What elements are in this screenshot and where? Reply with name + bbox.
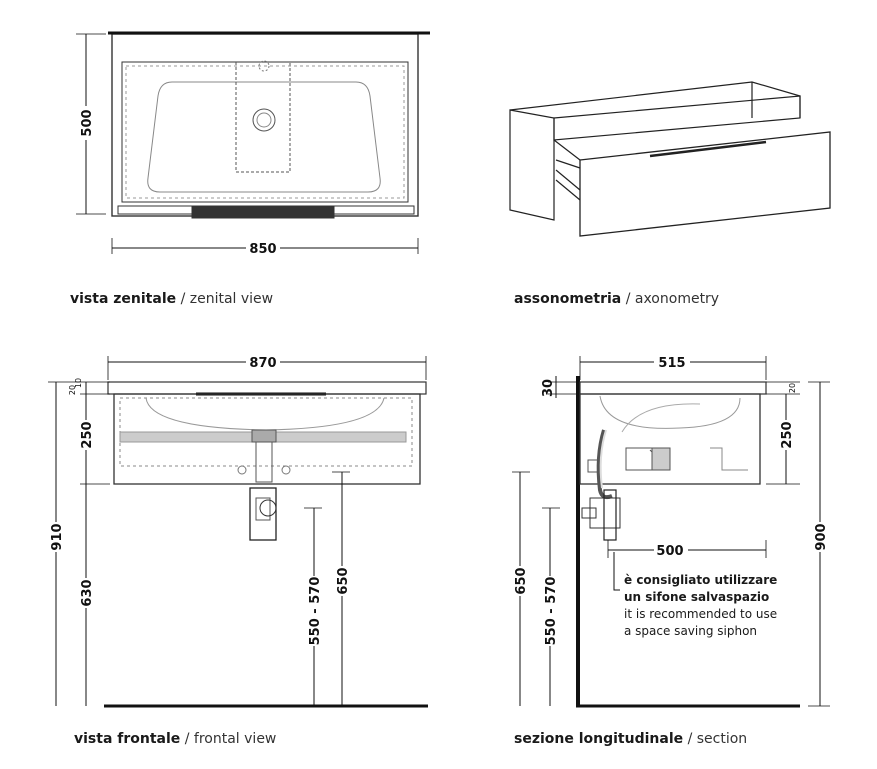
dim-500-bg xyxy=(78,106,94,140)
dim-650-front-label: 650 xyxy=(336,567,351,594)
frontal-view-drawing xyxy=(48,356,428,708)
note-en-line1: it is recommended to use xyxy=(624,607,778,621)
dim-630-bg xyxy=(78,578,94,608)
caption-zenital-it: vista zenitale xyxy=(70,291,177,307)
dim-500-label: 500 xyxy=(80,109,95,136)
caption-sep: / xyxy=(683,731,697,747)
dim-20-label: 20 xyxy=(68,385,77,395)
dim-250-bg xyxy=(78,420,94,450)
dim-515-bg xyxy=(654,354,690,370)
dim-550-570-section-label: 550 - 570 xyxy=(544,577,559,646)
dim-900-bg xyxy=(812,522,828,552)
caption-zenital-view: vista zenitale / zenital view xyxy=(70,291,273,307)
dim-870-bg xyxy=(246,354,280,370)
caption-sep: / xyxy=(180,731,194,747)
note-it-line2: un sifone salvaspazio xyxy=(624,590,770,604)
dim-500-section-label: 500 xyxy=(656,544,683,559)
dim-910-label: 910 xyxy=(50,523,65,550)
caption-frontal-view: vista frontale / frontal view xyxy=(74,731,276,747)
section-view-drawing xyxy=(512,356,830,708)
dim-650-bg xyxy=(334,566,350,596)
caption-frontal-it: vista frontale xyxy=(74,731,181,747)
caption-sep: / xyxy=(176,291,190,307)
caption-section-en: section xyxy=(696,731,748,747)
dim-500-section-bg xyxy=(654,542,688,558)
dim-550-570-bg xyxy=(306,576,322,646)
dim-250-front-label: 250 xyxy=(80,421,95,448)
dim-650-section-label: 650 xyxy=(514,567,529,594)
zenital-view-drawing xyxy=(76,31,430,254)
axonometry-drawing xyxy=(509,81,831,237)
caption-frontal-en: frontal view xyxy=(193,731,277,747)
dim-650-section-bg xyxy=(512,566,528,596)
dim-10-label: 10 xyxy=(74,378,83,388)
caption-section-view: sezione longitudinale / section xyxy=(514,731,747,747)
caption-sep: / xyxy=(621,291,635,307)
dim-870-label: 870 xyxy=(249,356,276,371)
dim-550-570-section-bg xyxy=(542,576,558,646)
dim-30-label: 30 xyxy=(541,379,556,397)
dim-20-section-label: 20 xyxy=(788,383,797,393)
siphon-note: è consigliato utilizzare un sifone salva… xyxy=(624,572,777,640)
dim-900-label: 900 xyxy=(814,523,829,550)
dim-515-label: 515 xyxy=(658,356,685,371)
dim-850-label: 850 xyxy=(249,242,276,257)
note-en-line2: a space saving siphon xyxy=(624,624,758,638)
dim-250-section-bg xyxy=(778,420,794,450)
dim-850-bg xyxy=(246,240,280,256)
dim-910-bg xyxy=(48,522,64,552)
caption-axonometry-en: axonometry xyxy=(634,291,720,307)
dim-250-section-label: 250 xyxy=(780,421,795,448)
caption-axonometry: assonometria / axonometry xyxy=(514,291,719,307)
note-it-line1: è consigliato utilizzare xyxy=(624,573,778,587)
caption-section-it: sezione longitudinale xyxy=(514,731,684,747)
dim-550-570-front-label: 550 - 570 xyxy=(308,577,323,646)
dim-630-label: 630 xyxy=(80,579,95,606)
caption-zenital-en: zenital view xyxy=(189,291,274,307)
caption-axonometry-it: assonometria xyxy=(514,291,622,307)
